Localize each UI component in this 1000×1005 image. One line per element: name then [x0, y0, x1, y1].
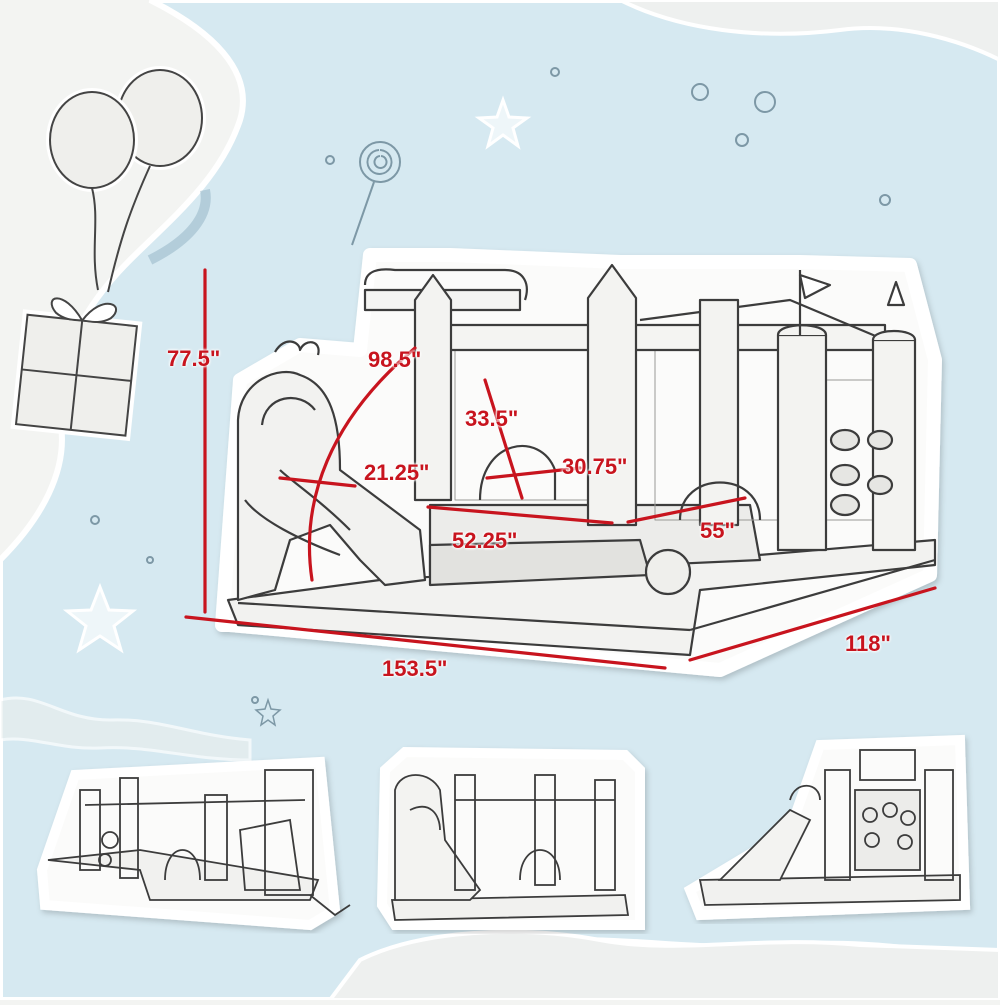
- star-icon: [62, 582, 138, 654]
- decorations: [62, 67, 891, 727]
- bubble-icon: [691, 83, 709, 101]
- bubble-icon: [550, 67, 560, 77]
- width-dim-line: [688, 586, 937, 662]
- length-dim-line: [184, 615, 667, 670]
- hoop-width-dim-line: [485, 466, 582, 480]
- lollipop-icon: [351, 141, 401, 246]
- balloons-and-gift: [10, 66, 206, 442]
- label-overall-width: 118": [845, 631, 891, 656]
- bubble-icon: [735, 133, 749, 147]
- label-pool-width: 55": [700, 518, 735, 543]
- thumbnail-side-view: [683, 734, 971, 921]
- main-bounce-house-lines: [226, 263, 937, 657]
- label-overall-length: 153.5": [382, 656, 448, 681]
- thumbnail-back-view: [36, 756, 351, 931]
- slide-width-dim-line: [278, 476, 357, 488]
- slide-length-dim-curve: [307, 346, 417, 582]
- label-pool-length: 52.25": [452, 528, 518, 553]
- label-overall-height: 77.5": [167, 346, 221, 371]
- label-slide-width: 21.25": [364, 460, 430, 485]
- bubble-icon: [251, 696, 259, 704]
- star-icon: [474, 95, 532, 150]
- label-slide-length: 98.5": [368, 347, 422, 372]
- bubble-icon: [90, 515, 100, 525]
- thumbnail-front-view: [376, 746, 645, 930]
- label-wall-height: 33.5": [465, 406, 519, 431]
- bubble-icon: [325, 155, 335, 165]
- pool-width-dim-line: [626, 496, 747, 524]
- wall-height-dim-line: [483, 378, 524, 500]
- star-icon: [254, 697, 282, 727]
- bubble-icon: [146, 556, 154, 564]
- bubble-icon: [879, 194, 891, 206]
- dimension-lines: [184, 268, 937, 670]
- bubble-icon: [754, 91, 776, 113]
- label-hoop-width: 30.75": [562, 454, 628, 479]
- pool-length-dim-line: [426, 505, 614, 525]
- gift-box-icon: [10, 297, 143, 442]
